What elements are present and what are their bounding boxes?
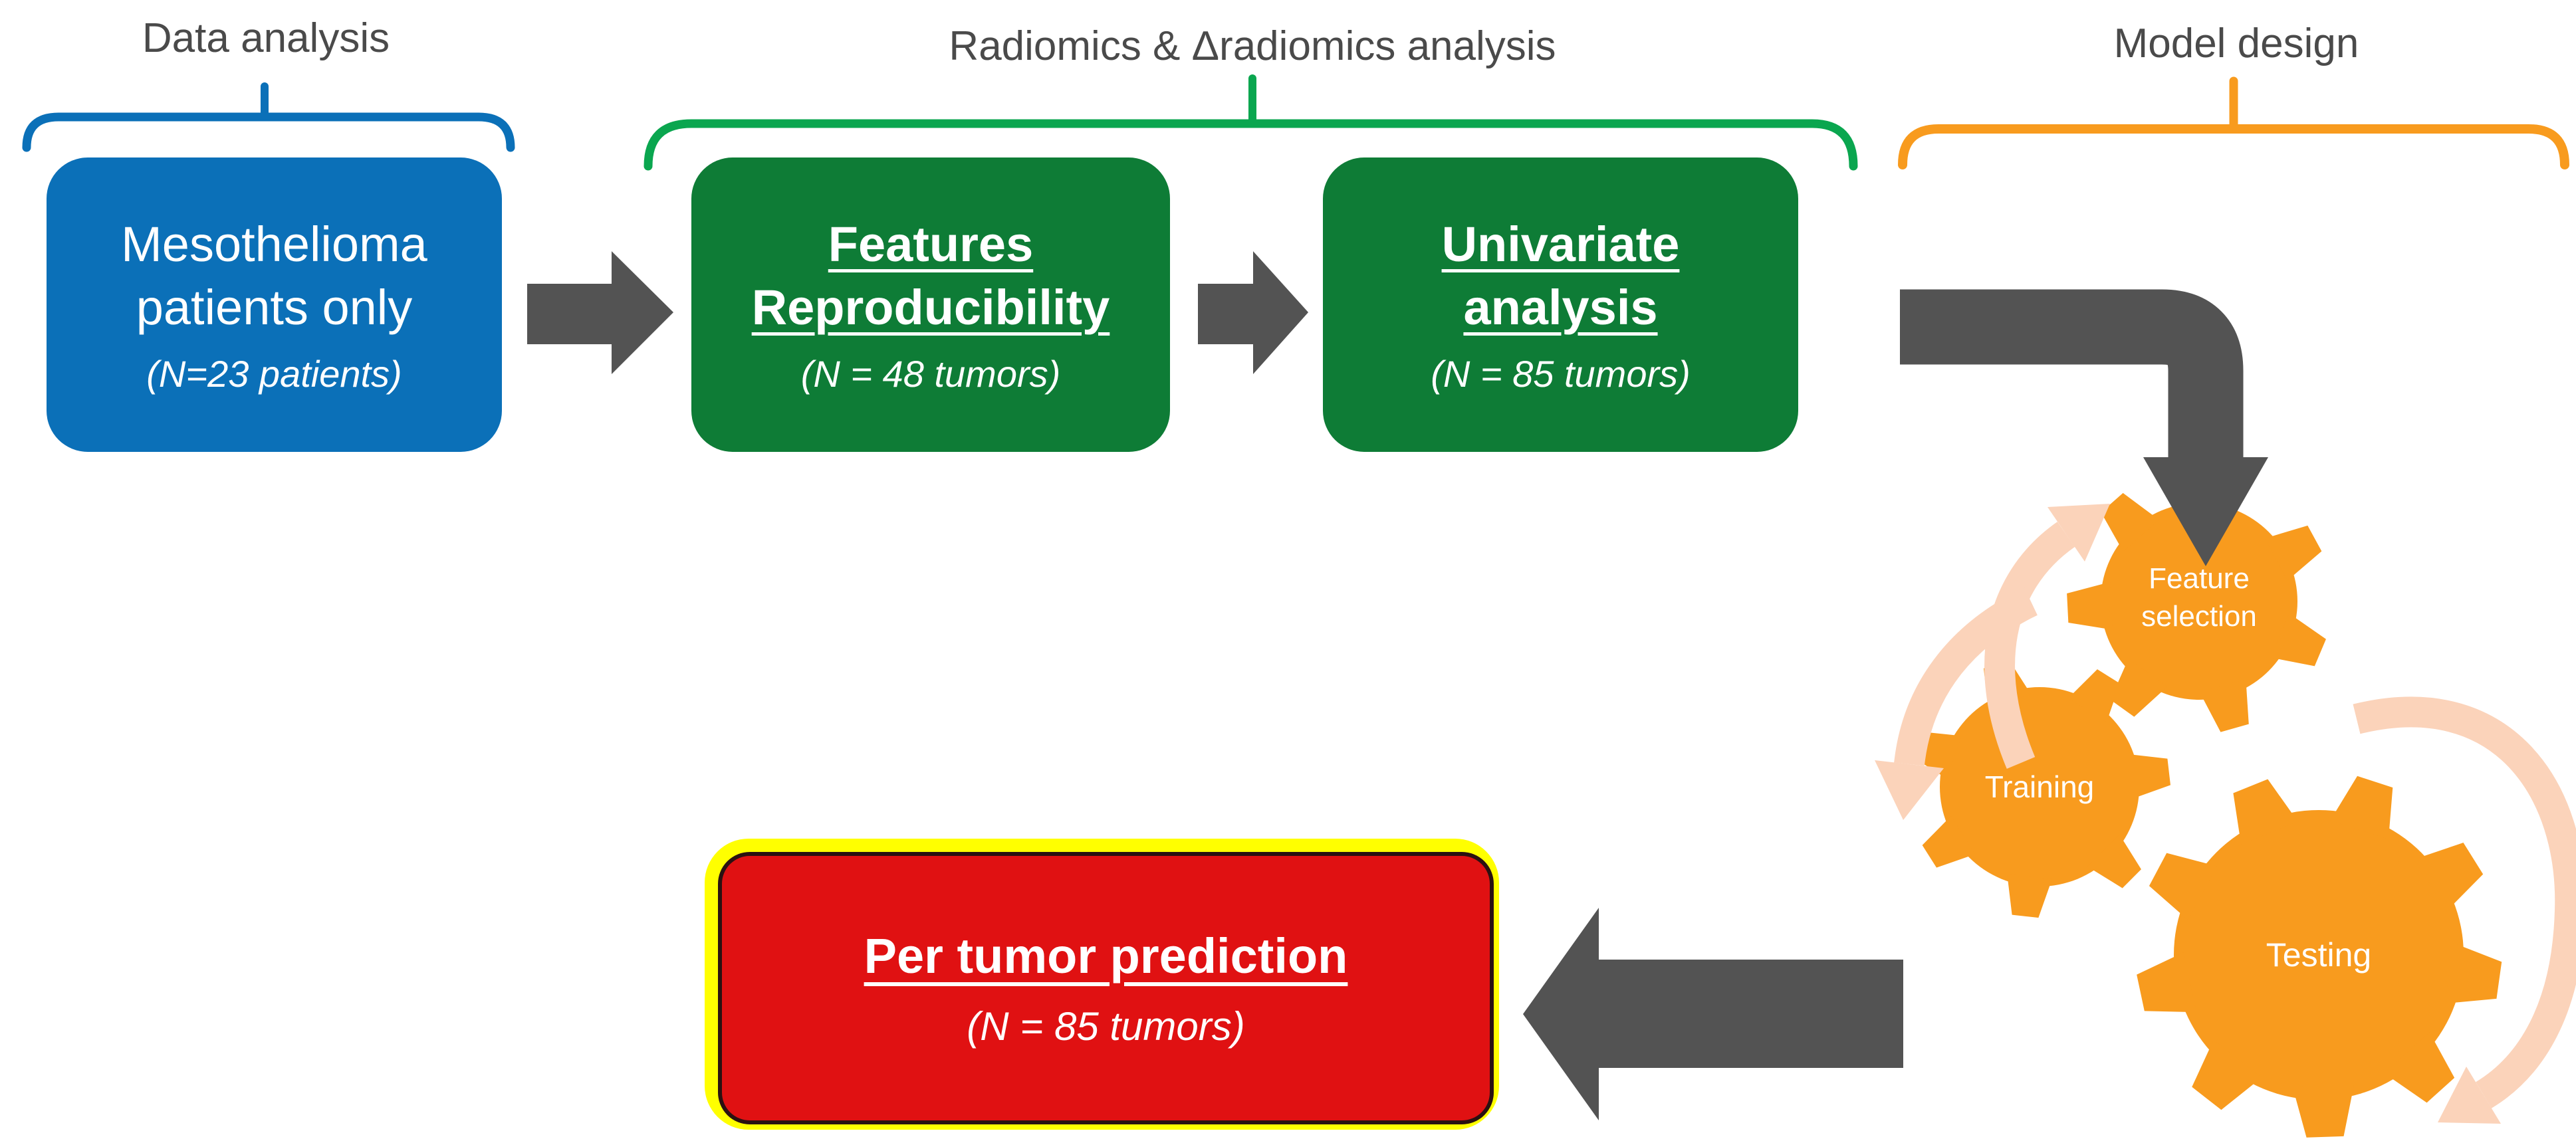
patients-box-note: (N=23 patients) bbox=[146, 352, 402, 395]
patients-box-title-line1: Mesothelioma bbox=[121, 217, 427, 272]
testing-gear-label: Testing bbox=[2266, 936, 2372, 974]
cycle-arrow-left-icon bbox=[1875, 587, 2038, 820]
reproducibility-note: (N = 48 tumors) bbox=[800, 352, 1061, 395]
arrow-patients-to-reproducibility-icon bbox=[527, 251, 673, 374]
cycle-arrow-right-icon bbox=[2353, 696, 2576, 1124]
patients-box: Mesothelioma patients only (N=23 patient… bbox=[47, 157, 502, 452]
feature-selection-gear-icon bbox=[2067, 469, 2326, 732]
training-gear-label: Training bbox=[1984, 770, 2095, 804]
univariate-title-line2: analysis bbox=[1463, 279, 1658, 335]
univariate-title-line1: Univariate bbox=[1441, 217, 1680, 272]
patients-box-title-line2: patients only bbox=[136, 279, 413, 335]
arrow-reproducibility-to-univariate-icon bbox=[1198, 251, 1308, 374]
reproducibility-title-line2: Reproducibility bbox=[751, 279, 1110, 335]
univariate-note: (N = 85 tumors) bbox=[1431, 352, 1691, 395]
header-data-analysis: Data analysis bbox=[142, 15, 390, 61]
arrow-univariate-to-gears-icon bbox=[1900, 289, 2268, 566]
prediction-note: (N = 85 tumors) bbox=[967, 1003, 1245, 1049]
prediction-title: Per tumor prediction bbox=[864, 928, 1348, 984]
header-radiomics-analysis: Radiomics & Δradiomics analysis bbox=[949, 23, 1556, 69]
univariate-analysis-box: Univariate analysis (N = 85 tumors) bbox=[1323, 157, 1798, 452]
per-tumor-prediction-box-inner: Per tumor prediction (N = 85 tumors) bbox=[718, 852, 1494, 1124]
feature-selection-label-line2: selection bbox=[2141, 600, 2257, 633]
model-design-brace-icon bbox=[1898, 76, 2569, 169]
feature-selection-label-line1: Feature bbox=[2149, 562, 2250, 595]
testing-gear-icon bbox=[2137, 776, 2502, 1138]
per-tumor-prediction-box: Per tumor prediction (N = 85 tumors) bbox=[705, 839, 1499, 1130]
feature-selection-gear-label: Feature selection bbox=[2066, 560, 2332, 635]
data-analysis-brace-icon bbox=[22, 82, 515, 152]
header-model-design: Model design bbox=[2113, 21, 2359, 66]
features-reproducibility-box: Features Reproducibility (N = 48 tumors) bbox=[691, 157, 1170, 452]
reproducibility-title-line1: Features bbox=[828, 217, 1034, 272]
radiomics-brace-icon bbox=[644, 74, 1858, 171]
arrow-gears-to-prediction-icon bbox=[1523, 908, 1903, 1120]
training-gear-icon bbox=[1912, 659, 2170, 918]
